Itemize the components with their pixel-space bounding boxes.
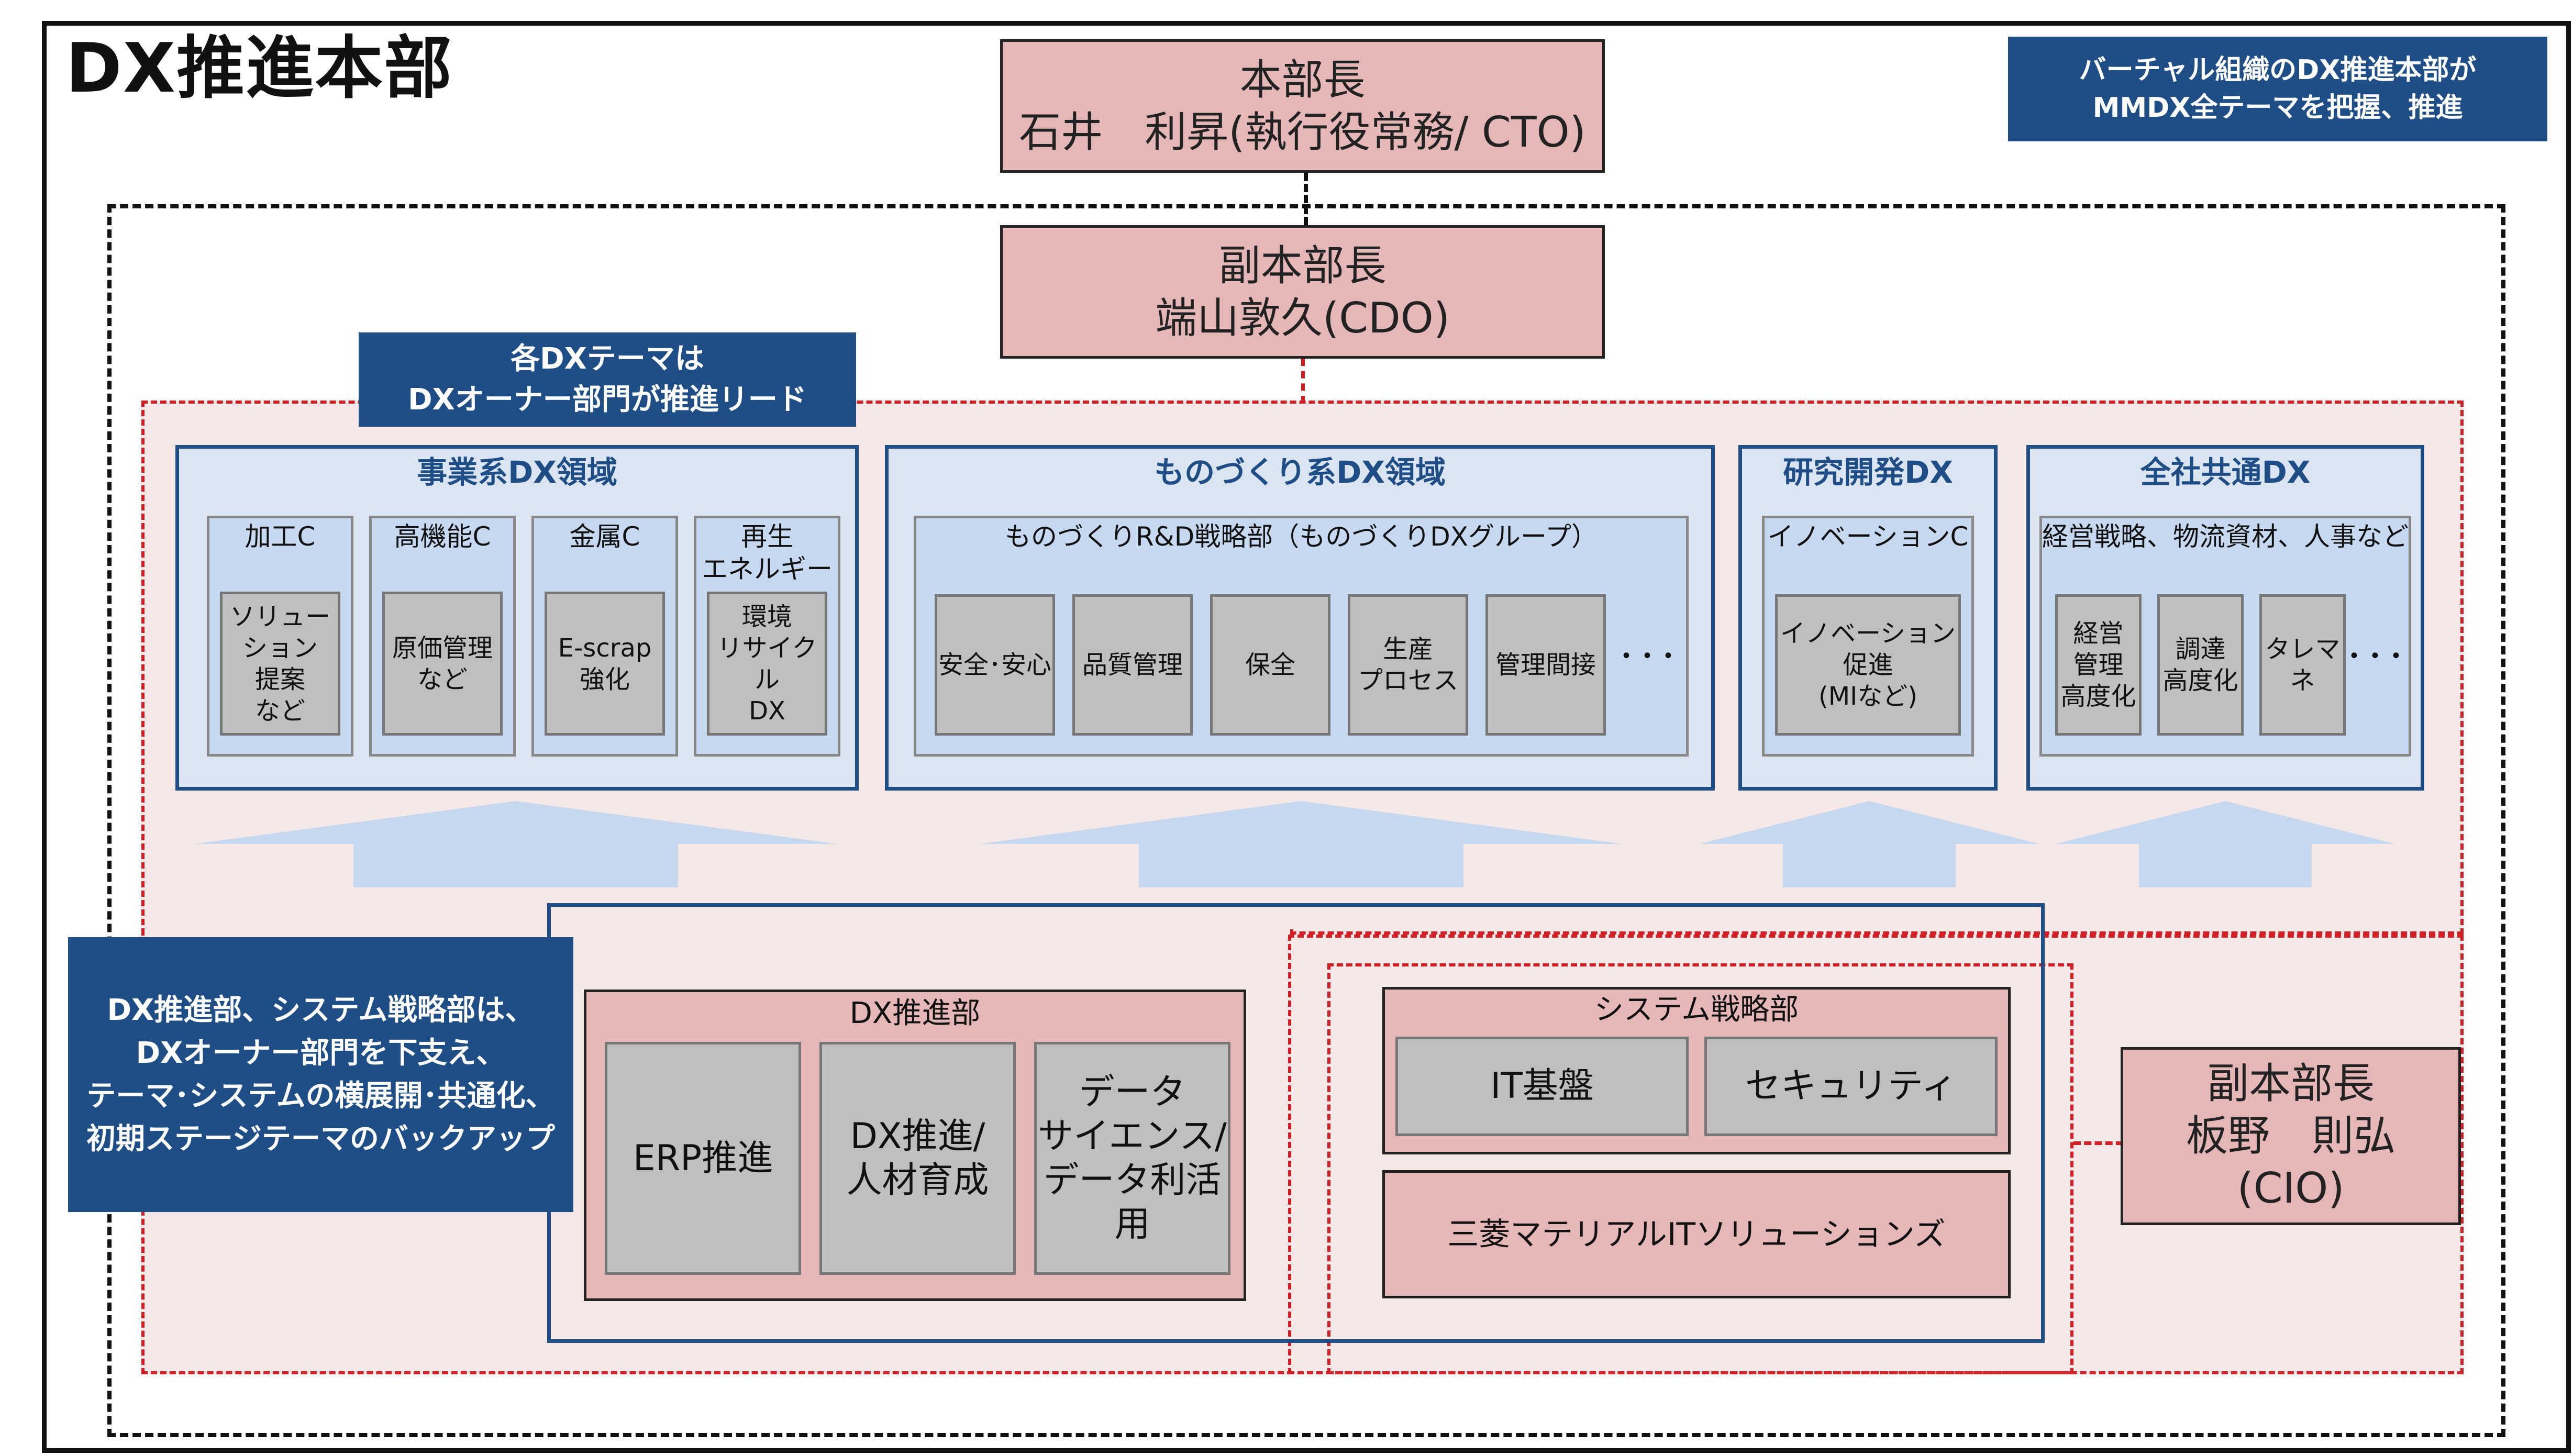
manufacturing-more-ellipsis: ･･･ (1618, 638, 1681, 676)
item-erp-promotion: ERP推進 (605, 1042, 801, 1275)
deputy-cio-box: 副本部長 板野 則弘 (CIO) (2121, 1047, 2461, 1225)
domain-business-title: 事業系DX領域 (417, 454, 617, 490)
page-title: DX推進本部 (65, 28, 453, 108)
item-maintenance: 保全 (1210, 594, 1330, 736)
domain-corporate-title: 全社共通DX (2140, 454, 2311, 490)
unit-kako-label: 加工C (245, 521, 316, 552)
item-management-advancement: 経営 管理 高度化 (2055, 594, 2142, 736)
item-data-science: データ サイエンス/ データ利活用 (1034, 1042, 1230, 1275)
unit-monozukuri-rd-label: ものづくりR&D戦略部（ものづくりDXグループ） (1005, 521, 1598, 552)
note-virtual-organization: バーチャル組織のDX推進本部が MMDX全テーマを把握、推進 (2008, 37, 2547, 141)
item-quality: 品質管理 (1072, 594, 1193, 736)
unit-koukinou-label: 高機能C (394, 521, 491, 552)
item-safety: 安全･安心 (935, 594, 1055, 736)
subsidiary-it-solutions: 三菱マテリアルITソリューションズ (1382, 1170, 2011, 1298)
head-role: 本部長 (1239, 55, 1366, 104)
outer-frame (42, 21, 2571, 1453)
item-indirect-management: 管理間接 (1485, 594, 1606, 736)
dx-promotion-dept-title: DX推進部 (849, 996, 981, 1030)
deputy-cio-role: 副本部長 (2207, 1059, 2375, 1108)
unit-kinzoku-label: 金属C (569, 521, 640, 552)
deputy-cdo-role: 副本部長 (1218, 241, 1387, 290)
support-arrow-rnd (1699, 801, 2039, 887)
head-box: 本部長 石井 利昇(執行役常務/ CTO) (1000, 39, 1605, 173)
item-talent-management: タレマネ (2259, 594, 2346, 736)
note-dx-owner-lead: 各DXテーマは DXオーナー部門が推進リード (359, 332, 856, 427)
connector-cio (2073, 1141, 2123, 1145)
item-production-process: 生産 プロセス (1348, 594, 1468, 736)
item-procurement-advancement: 調達 高度化 (2157, 594, 2244, 736)
item-solution-proposal: ソリューション 提案 など (220, 592, 340, 736)
support-arrow-manufacturing (979, 801, 1623, 887)
deputy-cio-title: (CIO) (2237, 1164, 2345, 1213)
item-dx-hr-development: DX推進/ 人材育成 (819, 1042, 1016, 1275)
deputy-cio-name: 板野 則弘 (2186, 1112, 2395, 1160)
item-security: セキュリティ (1704, 1037, 1998, 1136)
domain-rnd-title: 研究開発DX (1783, 454, 1953, 490)
head-name: 石井 利昇(執行役常務/ CTO) (1019, 107, 1586, 157)
item-innovation-promotion: イノベーション 促進 (MIなど) (1775, 594, 1961, 736)
deputy-cdo-box: 副本部長 端山敦久(CDO) (1000, 225, 1605, 359)
item-it-infrastructure: IT基盤 (1395, 1037, 1689, 1136)
unit-corporate-functions-label: 経営戦略、物流資材、人事など (2042, 521, 2409, 552)
note-support-departments: DX推進部、システム戦略部は、 DXオーナー部門を下支え、 テーマ･システムの横… (68, 937, 573, 1212)
system-strategy-dept-title: システム戦略部 (1594, 993, 1799, 1027)
support-arrow-corporate (2055, 801, 2395, 887)
unit-innovation-label: イノベーションC (1767, 521, 1969, 552)
deputy-cdo-name: 端山敦久(CDO) (1155, 293, 1450, 342)
connector-head-deputy (1304, 173, 1308, 225)
item-recycle-dx: 環境 リサイクル DX (707, 592, 827, 736)
connector-deputy-owners (1301, 359, 1305, 403)
subsidiary-it-solutions-label: 三菱マテリアルITソリューションズ (1447, 1216, 1946, 1253)
unit-renewable-energy-label: 再生 エネルギー (702, 521, 833, 584)
item-cost-management: 原価管理 など (382, 592, 503, 736)
corporate-more-ellipsis: ･･･ (2346, 638, 2409, 676)
domain-manufacturing-title: ものづくり系DX領域 (1154, 454, 1446, 490)
system-area-inner (1327, 963, 2073, 1374)
support-arrow-business (194, 801, 838, 887)
item-e-scrap: E-scrap 強化 (545, 592, 665, 736)
